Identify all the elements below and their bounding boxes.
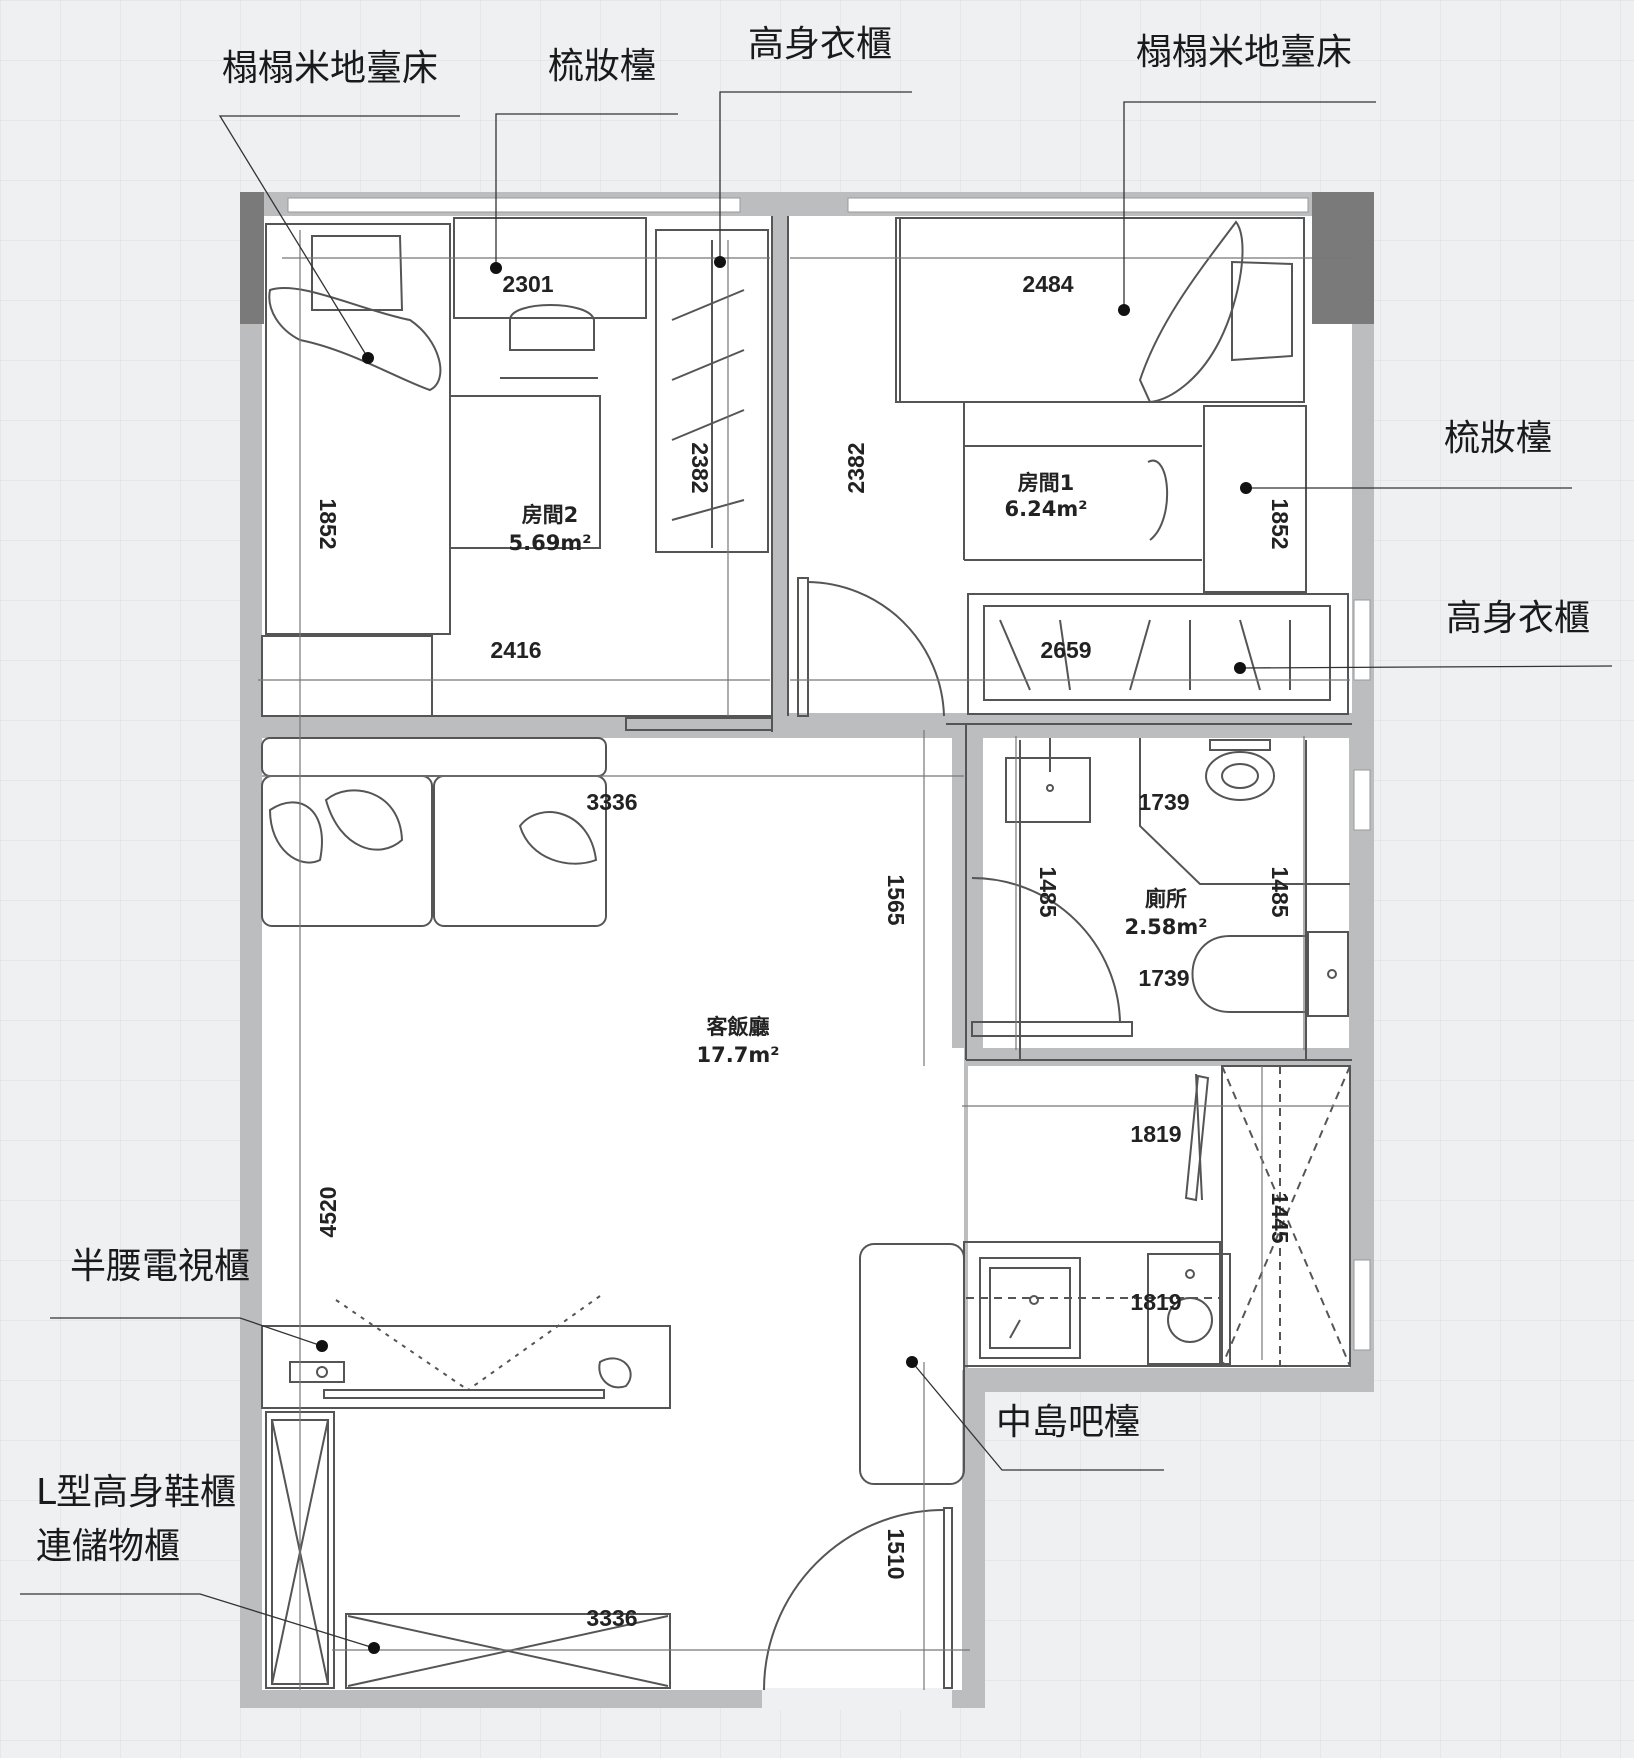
label-shoe-cabinet-line2: 連儲物櫃 [36, 1526, 180, 1567]
annotation-labels: 榻榻米地臺床 梳妝檯 高身衣櫃 榻榻米地臺床 梳妝檯 高身衣櫃 半腰電視櫃 中島… [36, 24, 1590, 1567]
partitions [262, 216, 1352, 1061]
tv-cabinet [261, 1325, 671, 1409]
dim-2416: 2416 [490, 637, 541, 663]
dim-2382-wardrobe: 2382 [687, 442, 713, 493]
room2-furniture [261, 217, 773, 731]
wardrobe-top [655, 229, 769, 553]
storage-cabinet [345, 1613, 671, 1689]
label-wardrobe-right: 高身衣櫃 [1446, 598, 1590, 639]
dim-1510: 1510 [883, 1528, 909, 1579]
room2-name: 房間2 [522, 503, 579, 527]
toilet-name: 廁所 [1145, 887, 1187, 911]
dresser-right [1203, 405, 1307, 593]
dresser-left [453, 217, 647, 319]
label-wardrobe-top: 高身衣櫃 [748, 24, 892, 65]
dim-2484: 2484 [1022, 271, 1073, 297]
dim-1819-top: 1819 [1130, 1121, 1181, 1147]
dim-3336-bottom: 3336 [586, 1605, 637, 1631]
dim-2382-room1: 2382 [843, 442, 869, 493]
leader-lines [20, 91, 1613, 1649]
walls [240, 192, 1374, 1710]
room1-area: 6.24m² [1005, 497, 1088, 521]
label-dresser-left: 梳妝檯 [548, 46, 656, 87]
dimension-labels: 2301 2484 2416 2659 3336 1739 1739 1819 … [315, 271, 1293, 1631]
label-tatami-bed-right: 榻榻米地臺床 [1136, 32, 1352, 73]
toilet-fixtures [971, 738, 1350, 1060]
living-area: 17.7m² [697, 1043, 780, 1067]
dim-3336-top: 3336 [586, 789, 637, 815]
living-name: 客飯廳 [707, 1015, 770, 1039]
label-tv-cabinet: 半腰電視櫃 [70, 1246, 250, 1287]
label-shoe-cabinet-line1: L型高身鞋櫃 [36, 1472, 236, 1513]
dim-1819-bottom: 1819 [1130, 1289, 1181, 1315]
dim-4520: 4520 [315, 1186, 341, 1237]
wardrobe-right [967, 593, 1349, 715]
room1-furniture [797, 217, 1349, 717]
dim-2301: 2301 [502, 271, 553, 297]
room-labels: 房間2 5.69m² 房間1 6.24m² 廁所 2.58m² 客飯廳 17.7… [509, 471, 1208, 1067]
label-tatami-bed-left: 榻榻米地臺床 [222, 48, 438, 89]
dim-1739-top: 1739 [1138, 789, 1189, 815]
room1-name: 房間1 [1018, 471, 1075, 495]
toilet-area: 2.58m² [1125, 915, 1208, 939]
kitchen-fixtures [963, 1065, 1351, 1367]
label-island-bar: 中島吧檯 [996, 1402, 1140, 1443]
dim-1485-left: 1485 [1035, 866, 1061, 917]
dim-2659: 2659 [1040, 637, 1091, 663]
leader-dots [316, 256, 1252, 1654]
dim-1852-right: 1852 [1267, 498, 1293, 549]
dim-1852-left: 1852 [315, 498, 341, 549]
dim-1739-bottom: 1739 [1138, 965, 1189, 991]
dimension-lines [258, 230, 1350, 1690]
dim-1445: 1445 [1267, 1192, 1293, 1243]
room2-area: 5.69m² [509, 531, 592, 555]
label-dresser-right: 梳妝檯 [1444, 418, 1552, 459]
dim-1565: 1565 [883, 874, 909, 925]
dim-1485-right: 1485 [1267, 866, 1293, 917]
